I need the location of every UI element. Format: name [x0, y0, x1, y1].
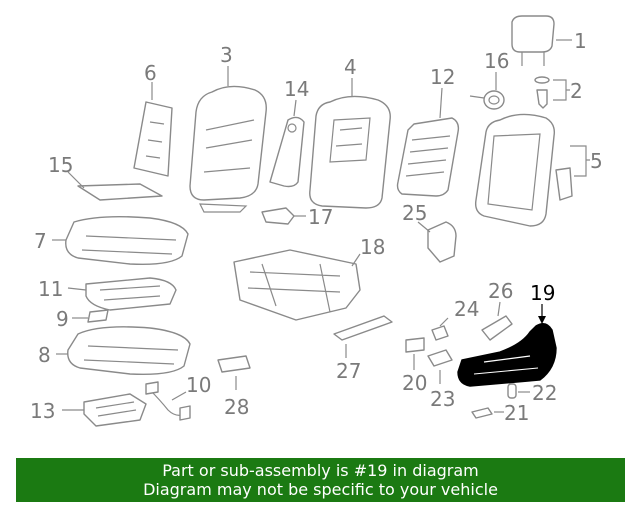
callout-14[interactable]: 14 — [284, 77, 309, 101]
callout-18[interactable]: 18 — [360, 235, 385, 259]
callout-12[interactable]: 12 — [430, 65, 455, 89]
callout-13[interactable]: 13 — [30, 399, 55, 423]
callout-20[interactable]: 20 — [402, 371, 427, 395]
part-20-small-cover[interactable] — [405, 337, 425, 353]
callout-6[interactable]: 6 — [144, 61, 157, 85]
banner-line-1: Part or sub-assembly is #19 in diagram — [162, 461, 479, 480]
callout-11[interactable]: 11 — [38, 277, 63, 301]
part-6-back-panel[interactable] — [133, 101, 173, 177]
callout-5[interactable]: 5 — [590, 149, 603, 173]
callout-22[interactable]: 22 — [532, 381, 557, 405]
banner-line-2: Diagram may not be specific to your vehi… — [143, 480, 498, 499]
callout-8[interactable]: 8 — [38, 343, 51, 367]
part-16-grommet[interactable] — [469, 90, 505, 110]
part-9-clip[interactable] — [87, 309, 109, 323]
part-23-switch[interactable] — [427, 349, 453, 367]
part-1-headrest[interactable] — [511, 15, 555, 66]
part-7-cushion-cover[interactable] — [65, 215, 189, 266]
callout-26[interactable]: 26 — [488, 279, 513, 303]
part-5-seatback-frame[interactable] — [474, 113, 573, 227]
callout-24[interactable]: 24 — [454, 297, 479, 321]
leader-12 — [439, 87, 443, 119]
callout-16[interactable]: 16 — [484, 49, 509, 73]
leader-18 — [351, 253, 361, 267]
part-4-seatback-pad[interactable] — [309, 95, 391, 209]
callout-27[interactable]: 27 — [336, 359, 361, 383]
part-11-cushion-plate[interactable] — [85, 277, 177, 311]
parts-diagram: 1 2 3 4 5 6 7 8 — [30, 15, 603, 427]
leader-10 — [171, 391, 187, 401]
leader-5 — [570, 145, 590, 177]
part-13-lower-bracket[interactable] — [83, 393, 147, 427]
callout-4[interactable]: 4 — [344, 55, 357, 79]
callout-28[interactable]: 28 — [224, 395, 249, 419]
callout-10[interactable]: 10 — [186, 373, 211, 397]
callout-17[interactable]: 17 — [308, 205, 333, 229]
callout-25[interactable]: 25 — [402, 201, 427, 225]
part-15-heater-mat[interactable] — [77, 183, 163, 201]
part-21-button[interactable] — [471, 407, 493, 419]
callout-21[interactable]: 21 — [504, 401, 529, 425]
callout-7[interactable]: 7 — [34, 229, 47, 253]
leader-15 — [67, 171, 85, 189]
part-22-knob[interactable] — [507, 383, 517, 399]
part-10-harness[interactable] — [145, 381, 191, 421]
part-17-bracket[interactable] — [261, 207, 295, 225]
leader-26 — [497, 301, 501, 317]
callout-23[interactable]: 23 — [430, 387, 455, 411]
part-14-side-panel[interactable] — [269, 116, 305, 188]
part-12-spring-frame[interactable] — [396, 117, 460, 197]
part-24-knob-cap[interactable] — [431, 325, 449, 341]
callout-3[interactable]: 3 — [220, 43, 233, 67]
leader-11 — [67, 287, 87, 291]
callout-2[interactable]: 2 — [570, 79, 583, 103]
leader-14 — [293, 99, 297, 117]
callout-15[interactable]: 15 — [48, 153, 73, 177]
part-25-bracket[interactable] — [427, 221, 457, 263]
part-8-cushion-pad[interactable] — [67, 326, 191, 376]
leader-24 — [439, 317, 449, 327]
leader-2 — [553, 79, 570, 101]
part-3-seatback-cover[interactable] — [189, 85, 267, 213]
part-27-rail-cover[interactable] — [333, 315, 393, 341]
part-26-link[interactable] — [481, 315, 513, 341]
part-19-side-shield[interactable] — [457, 323, 557, 387]
callout-1[interactable]: 1 — [574, 29, 587, 53]
callout-9[interactable]: 9 — [56, 307, 69, 331]
arrow-19 — [538, 316, 546, 324]
leader-25 — [417, 221, 431, 233]
info-banner: Part or sub-assembly is #19 in diagram D… — [16, 458, 625, 502]
part-18-seat-frame[interactable] — [233, 249, 361, 321]
callout-19[interactable]: 19 — [530, 281, 555, 305]
part-2-headrest-guides[interactable] — [534, 76, 550, 109]
part-28-trim-piece[interactable] — [217, 355, 251, 373]
